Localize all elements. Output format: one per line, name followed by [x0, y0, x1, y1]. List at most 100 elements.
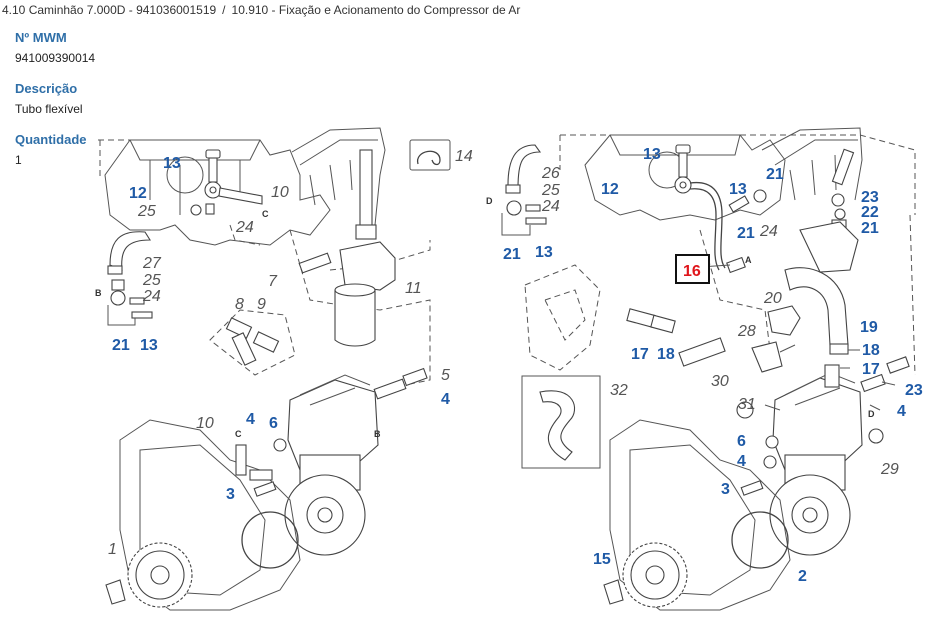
callout-13-left-bottom[interactable]: 13 [140, 337, 158, 354]
part-24-21-fittings-left [107, 279, 153, 326]
callout-11[interactable]: 11 [405, 280, 422, 297]
part-17-18-fittings [626, 308, 676, 334]
callout-25-left-top[interactable]: 25 [137, 203, 156, 220]
right-compressor [736, 364, 863, 556]
part-4-6-23-29-right [603, 356, 910, 605]
callout-13-right-left[interactable]: 13 [535, 244, 553, 261]
description-value: Tubo flexível [15, 102, 83, 116]
callout-28[interactable]: 28 [737, 323, 756, 340]
callout-18-left-fitting[interactable]: 18 [657, 346, 675, 363]
callout-21-right-mid[interactable]: 21 [737, 225, 755, 242]
callout-13-right-mid[interactable]: 13 [729, 181, 747, 198]
callout-31[interactable]: 31 [738, 396, 756, 413]
part-14-clamp [409, 139, 451, 171]
callout-18-right[interactable]: 18 [862, 342, 880, 359]
callout-12-left[interactable]: 12 [129, 185, 147, 202]
part-12-13-right [674, 144, 692, 194]
breadcrumb-vehicle[interactable]: 4.10 Caminhão 7.000D - 941036001519 [2, 3, 217, 17]
breadcrumb-separator: / [222, 3, 226, 17]
callout-17-left-fitting[interactable]: 17 [631, 346, 649, 363]
part-8-9-connector [209, 309, 296, 376]
part-1-gear-left [127, 542, 193, 608]
callout-6-right[interactable]: 6 [737, 433, 746, 450]
letter-C-left-bottom: C [235, 429, 242, 439]
callout-21-right-left[interactable]: 21 [503, 246, 521, 263]
callout-30[interactable]: 30 [711, 373, 729, 390]
mwm-number-label: Nº MWM [15, 30, 67, 45]
callout-27[interactable]: 27 [142, 255, 162, 272]
callout-19[interactable]: 19 [860, 319, 878, 336]
letter-D-right-bottom: D [868, 409, 875, 419]
callout-10-left-bottom[interactable]: 10 [196, 415, 214, 432]
callout-29[interactable]: 29 [880, 461, 899, 478]
part-5-fittings [373, 367, 428, 400]
callout-25-left-bottom[interactable]: 25 [142, 272, 161, 289]
callout-9[interactable]: 9 [257, 296, 266, 313]
callout-32[interactable]: 32 [610, 382, 628, 399]
right-bracket [524, 264, 601, 371]
callout-26[interactable]: 26 [541, 165, 560, 182]
right-engine-block [584, 127, 863, 221]
right-exploded-view [501, 127, 916, 611]
callout-5[interactable]: 5 [441, 367, 450, 384]
left-engine-boundary [98, 139, 431, 386]
part-4-6-10-left [105, 438, 287, 605]
callout-16-highlight-box[interactable] [675, 254, 710, 284]
part-26-hose [501, 144, 547, 236]
part-19-elbow-hose [784, 221, 859, 355]
part-32-hose-box [521, 375, 601, 469]
part-info-panel: Nº MWM 941009390014 Descrição Tubo flexí… [15, 30, 145, 183]
callout-23-right-top[interactable]: 23 [861, 189, 879, 206]
callout-3-right[interactable]: 3 [721, 481, 730, 498]
callout-23-right-bottom[interactable]: 23 [905, 382, 923, 399]
callout-24-right-left[interactable]: 24 [541, 198, 560, 215]
part-16-flexible-tube[interactable] [689, 181, 767, 274]
breadcrumb-group[interactable]: 10.910 - Fixação e Acionamento do Compre… [231, 3, 521, 17]
callout-3-left[interactable]: 3 [226, 486, 235, 503]
callout-21-left[interactable]: 21 [112, 337, 130, 354]
callout-17-right[interactable]: 17 [862, 361, 880, 378]
callout-4-right-lower[interactable]: 4 [737, 453, 746, 470]
callout-13-left-top[interactable]: 13 [163, 155, 181, 172]
letter-A-right: A [745, 255, 752, 265]
left-compressor [284, 374, 379, 556]
callout-24-left-bottom[interactable]: 24 [142, 288, 161, 305]
callout-12-right[interactable]: 12 [601, 181, 619, 198]
callout-24-left-top[interactable]: 24 [235, 219, 254, 236]
description-label: Descrição [15, 81, 78, 96]
mwm-number-value: 941009390014 [15, 51, 96, 65]
part-7-11-tee [298, 149, 396, 291]
callout-14[interactable]: 14 [455, 148, 473, 165]
part-12-banjo-left [190, 181, 263, 216]
letter-B-compressor: B [374, 429, 381, 439]
left-exploded-view [98, 127, 451, 611]
callout-8[interactable]: 8 [235, 296, 244, 313]
callout-2[interactable]: 2 [798, 568, 807, 585]
callout-15[interactable]: 15 [593, 551, 611, 568]
part-20-28-30-fittings [678, 305, 801, 373]
callout-7[interactable]: 7 [268, 273, 278, 290]
callout-10-left-top[interactable]: 10 [271, 184, 289, 201]
callout-21-right-far[interactable]: 21 [861, 220, 879, 237]
quantity-value: 1 [15, 153, 22, 167]
part-13-bolt-left [205, 149, 221, 183]
callout-25-right[interactable]: 25 [541, 182, 560, 199]
callout-13-right-top[interactable]: 13 [643, 146, 661, 163]
callout-21-right-top[interactable]: 21 [766, 166, 784, 183]
quantity-label: Quantidade [15, 132, 87, 147]
callout-4-right-far[interactable]: 4 [897, 403, 906, 420]
breadcrumb: 4.10 Caminhão 7.000D - 941036001519 / 10.9… [2, 3, 520, 17]
callout-4-left-right[interactable]: 4 [441, 391, 450, 408]
callout-6-left[interactable]: 6 [269, 415, 278, 432]
letter-D-right-top: D [486, 196, 493, 206]
callout-16-selected[interactable]: 16 [683, 263, 701, 280]
callout-24-right[interactable]: 24 [759, 223, 778, 240]
callout-4-left-lower[interactable]: 4 [246, 411, 255, 428]
part-27-hose-left [107, 231, 151, 275]
callout-22[interactable]: 22 [861, 204, 879, 221]
filter-canister [334, 283, 376, 347]
callout-20[interactable]: 20 [763, 290, 782, 307]
part-15-gear-right [622, 542, 688, 608]
callout-1[interactable]: 1 [108, 541, 117, 558]
